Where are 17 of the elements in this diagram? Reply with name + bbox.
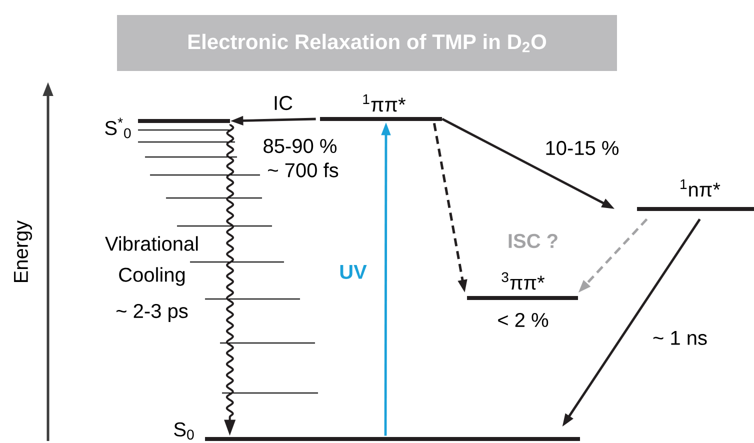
edge-label: ISC ?	[508, 234, 558, 248]
edge-label: 10-15 %	[546, 140, 618, 156]
level-label: $^{1}$ππ*	[363, 94, 406, 112]
annotation: 85-90 %	[264, 138, 336, 154]
level-label: S$_{0}$	[174, 422, 194, 440]
annotation: ~ 1 ns	[653, 331, 707, 345]
level-label: S$^{*}$0	[105, 118, 131, 138]
edge-label: IC	[274, 96, 292, 110]
annotation: ~ 2-3 ps	[116, 304, 188, 322]
edge-label: UV	[340, 265, 367, 279]
axis-label: Energy	[14, 220, 32, 282]
level-label: $^{3}$ππ*	[502, 272, 545, 290]
level-note: < 2 %	[498, 312, 548, 328]
title-banner: Electronic Relaxation of TMP in D$_{2}$O	[117, 15, 617, 71]
annotation: ~ 700 fs	[268, 162, 338, 178]
level-label: $^{1}$nπ*	[680, 179, 720, 197]
annotation: Vibrational Cooling	[105, 236, 198, 286]
